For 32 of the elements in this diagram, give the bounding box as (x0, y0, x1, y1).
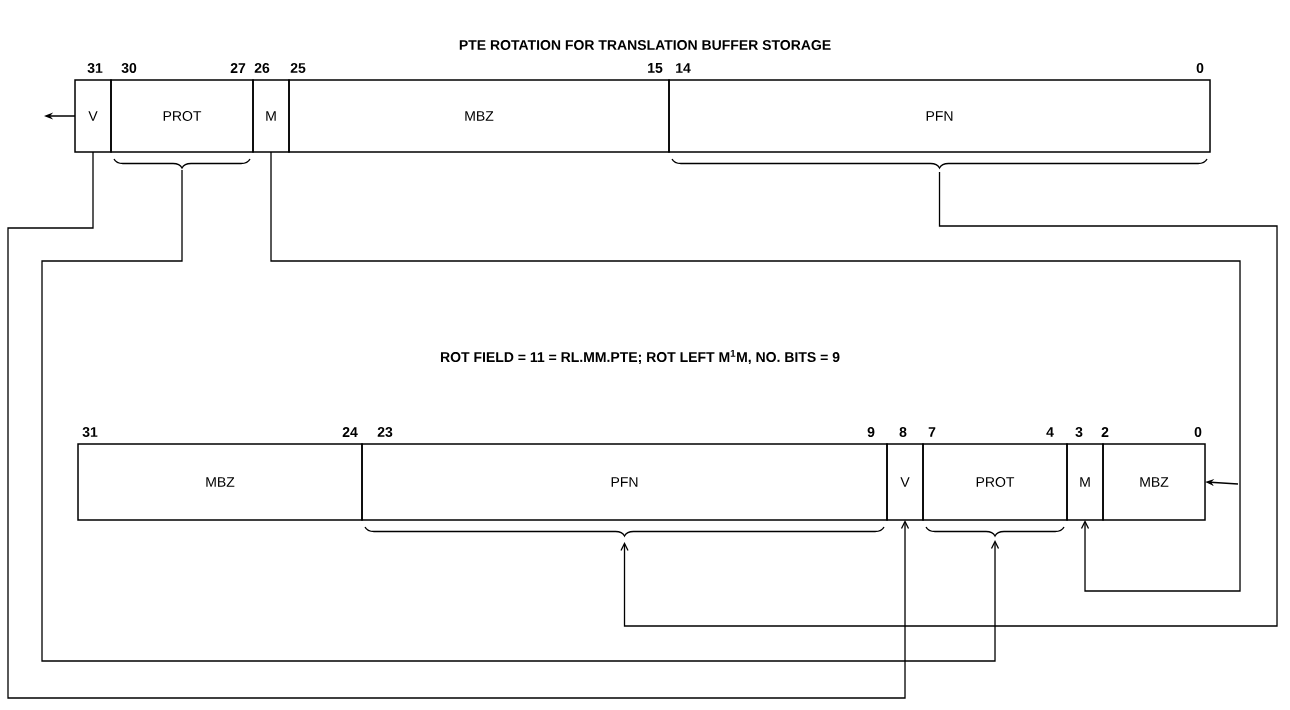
arrow (620, 171, 1278, 627)
bit-field: PROT (922, 443, 1068, 521)
bit-field: V (886, 443, 924, 521)
bit-number: 30 (121, 63, 137, 73)
bit-field: MBZ (77, 443, 363, 521)
bit-number: 7 (928, 427, 936, 437)
bit-number: 2 (1101, 427, 1109, 437)
bit-number: 23 (377, 427, 393, 437)
bit-number: 14 (676, 63, 691, 73)
bit-number: 3 (1075, 427, 1083, 437)
bit-number: 24 (342, 427, 358, 437)
bit-field: PFN (668, 79, 1211, 153)
bit-field: PFN (361, 443, 888, 521)
bit-field: M (252, 79, 290, 153)
bit-number: 8 (899, 427, 907, 437)
bit-number: 27 (230, 63, 246, 73)
bit-number: 26 (254, 63, 270, 73)
arrow (41, 169, 1000, 662)
bit-number: 25 (290, 63, 306, 73)
bit-field: PROT (110, 79, 254, 153)
bit-field: M (1066, 443, 1104, 521)
arrow (7, 151, 910, 699)
bit-number: 9 (867, 427, 875, 437)
title: PTE ROTATION FOR TRANSLATION BUFFER STORAGE (459, 40, 831, 50)
bit-number: 31 (87, 63, 103, 73)
bit-field: V (74, 79, 112, 153)
bit-field: MBZ (288, 79, 670, 153)
bit-field: MBZ (1102, 443, 1206, 521)
note: ROT FIELD = 11 = RL.MM.PTE; ROT LEFT M$^{1}$M, NO. BITS = 9 (441, 349, 840, 365)
bit-number: 15 (648, 63, 663, 73)
arrow (270, 151, 1241, 592)
bit-number: 4 (1046, 427, 1054, 437)
